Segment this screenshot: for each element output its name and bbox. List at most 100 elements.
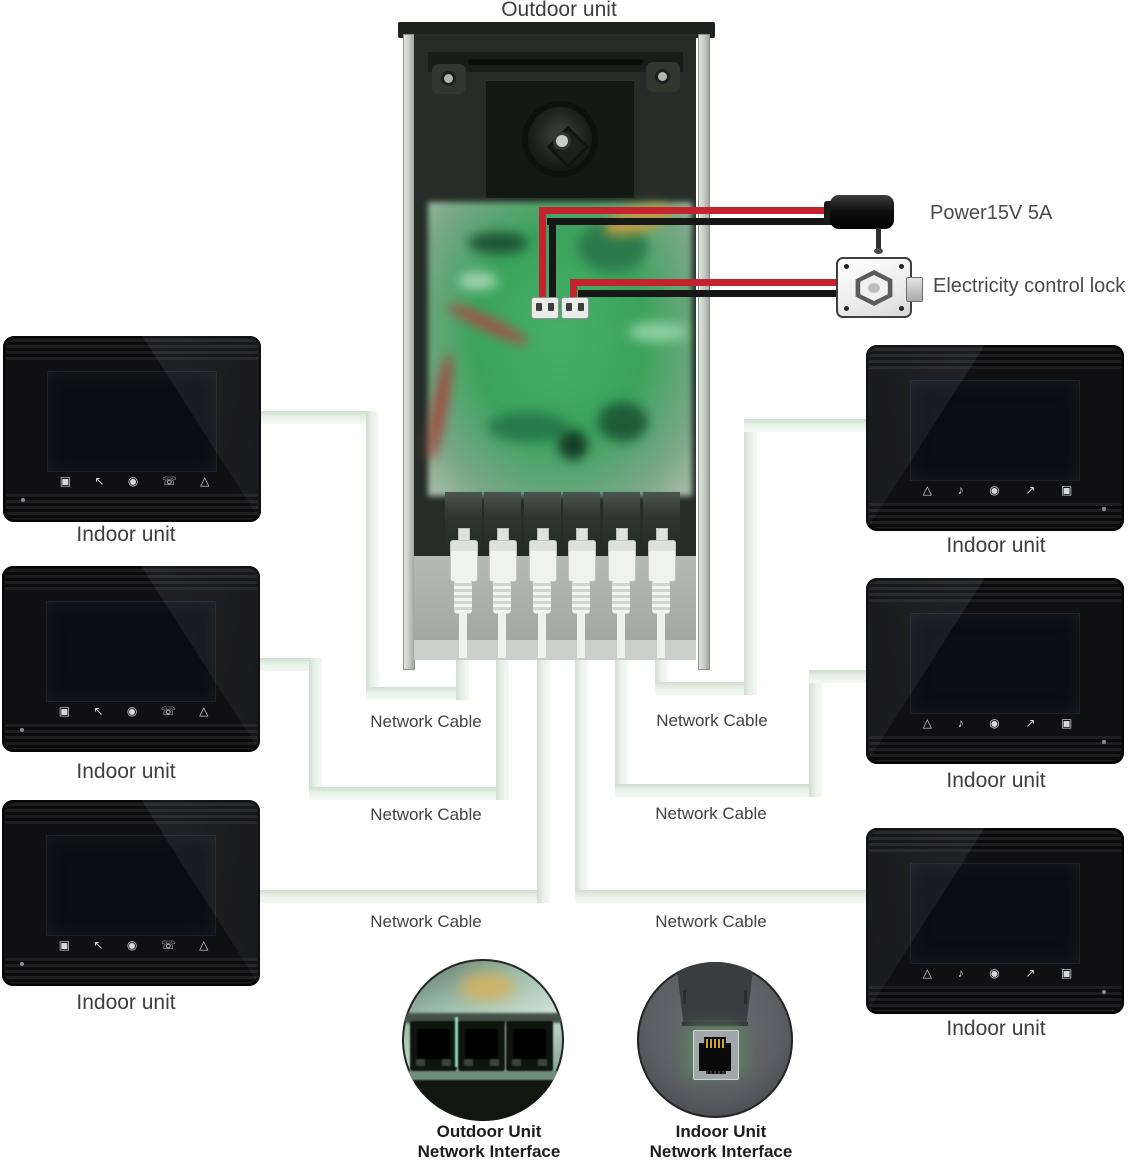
bottom-grille — [869, 736, 1121, 761]
wiring-terminal — [531, 297, 559, 319]
rj45-gold-pins — [706, 1039, 726, 1048]
unlock-icon: ◉ — [126, 937, 138, 952]
network-cable-segment — [575, 890, 867, 903]
corner-bracket — [432, 64, 466, 94]
indoor-unit-left-1: ▣ ↖ ◉ ☏ △ — [3, 336, 261, 522]
rj45-jack-front — [410, 1021, 457, 1071]
recess-edge — [682, 1022, 748, 1026]
circuit-board — [423, 198, 692, 496]
pcb-highlight — [460, 973, 515, 1001]
talk-icon: ↖ — [93, 703, 104, 718]
network-cable-label: Network Cable — [655, 912, 767, 931]
pcb-edge — [402, 1071, 564, 1080]
power-led — [21, 497, 26, 502]
power-wire-red — [539, 207, 846, 214]
lock-wire-black — [578, 290, 850, 297]
unlock-icon: ◉ — [989, 715, 1000, 730]
talk-icon: ↖ — [94, 473, 105, 488]
touch-button-row: △ ♪ ◉ ↗ ▣ — [923, 966, 1073, 980]
monitor-screen — [909, 380, 1081, 481]
phone-icon: ☏ — [160, 937, 176, 952]
rj45-plug — [568, 528, 596, 658]
network-cable-segment — [575, 638, 588, 903]
network-cable-segment — [537, 638, 550, 903]
frame-rail-left — [403, 34, 415, 670]
rj45-port-bezel — [693, 1030, 739, 1080]
network-cable-segment — [366, 411, 379, 700]
network-cable-segment — [496, 638, 509, 800]
corner-bracket — [646, 62, 680, 92]
network-cable-segment — [247, 411, 379, 424]
rj45-plug — [529, 528, 557, 658]
alarm-icon: △ — [199, 703, 209, 718]
mount-recess — [676, 962, 754, 1026]
rj45-jack-front — [506, 1021, 553, 1071]
indoor-unit-label: Indoor unit — [946, 1017, 1046, 1040]
power-wire-red — [539, 207, 546, 302]
lens-center — [556, 135, 568, 147]
alarm-icon: △ — [922, 965, 932, 980]
lock-label: Electricity control lock — [933, 275, 1126, 297]
adapter-pin — [876, 228, 881, 249]
mount-notch — [683, 990, 686, 1004]
unlock-icon: ◉ — [126, 703, 138, 718]
outdoor-unit-bottom-strip — [414, 640, 696, 660]
rj45-plug — [489, 528, 517, 658]
power-led — [1101, 739, 1106, 744]
adapter-collar — [824, 201, 834, 223]
rj45-pin-holes — [706, 1071, 726, 1074]
indoor-interface-label: Indoor Unit Network Interface — [616, 1122, 826, 1162]
monitor-screen — [46, 371, 218, 472]
network-cable-segment — [744, 419, 757, 695]
phone-icon: ☏ — [160, 703, 176, 718]
indoor-unit-label: Indoor unit — [76, 760, 176, 783]
power-label: Power15V 5A — [930, 202, 1053, 224]
alarm-icon: △ — [199, 937, 209, 952]
talk-icon: ↗ — [1025, 482, 1036, 497]
electric-lock — [836, 257, 923, 318]
indoor-unit-right-3: △ ♪ ◉ ↗ ▣ — [866, 828, 1124, 1014]
power-led — [1101, 506, 1106, 511]
indoor-unit-label: Indoor unit — [946, 769, 1046, 792]
unlock-icon: ◉ — [989, 965, 1000, 980]
monitor-screen — [909, 863, 1081, 964]
network-cable-label: Network Cable — [370, 712, 482, 731]
unlock-icon: ◉ — [127, 473, 139, 488]
network-cable-label: Network Cable — [370, 912, 482, 931]
talk-icon: ↖ — [93, 937, 104, 952]
network-cable-segment — [809, 670, 822, 797]
network-cable-segment — [366, 687, 469, 700]
lock-latch — [906, 277, 923, 302]
power-wire-black — [547, 218, 846, 225]
speaker-grille — [6, 339, 258, 360]
bottom-grille — [5, 724, 257, 749]
speaker-grille — [869, 831, 1121, 852]
melody-icon: ♪ — [957, 715, 964, 730]
bottom-grille — [5, 958, 257, 983]
touch-button-row: ▣ ↖ ◉ ☏ △ — [59, 704, 209, 718]
adapter-pin-tip — [874, 248, 883, 254]
jack-top-edge — [404, 1013, 562, 1023]
rj45-plug — [648, 528, 676, 658]
unlock-icon: ◉ — [989, 482, 1000, 497]
touch-button-row: ▣ ↖ ◉ ☏ △ — [60, 474, 210, 488]
rj45-plug — [450, 528, 478, 658]
frame-rail-right — [698, 34, 710, 670]
touch-button-row: ▣ ↖ ◉ ☏ △ — [59, 938, 209, 952]
network-cable-segment — [615, 638, 628, 797]
network-cable-segment — [809, 670, 867, 683]
touch-button-row: △ ♪ ◉ ↗ ▣ — [923, 716, 1073, 730]
network-cable-segment — [247, 890, 550, 903]
mount-notch — [744, 990, 747, 1004]
lock-wire-red — [570, 279, 577, 302]
alarm-icon: △ — [922, 482, 932, 497]
outdoor-interface-label: Outdoor Unit Network Interface — [384, 1122, 594, 1162]
adapter-body — [830, 195, 894, 229]
lock-wire-red — [570, 279, 848, 286]
melody-icon: ♪ — [957, 482, 964, 497]
alarm-icon: △ — [200, 473, 210, 488]
indoor-unit-left-2: ▣ ↖ ◉ ☏ △ — [2, 566, 260, 752]
touch-button-row: △ ♪ ◉ ↗ ▣ — [923, 483, 1073, 497]
bottom-grille — [869, 503, 1121, 528]
